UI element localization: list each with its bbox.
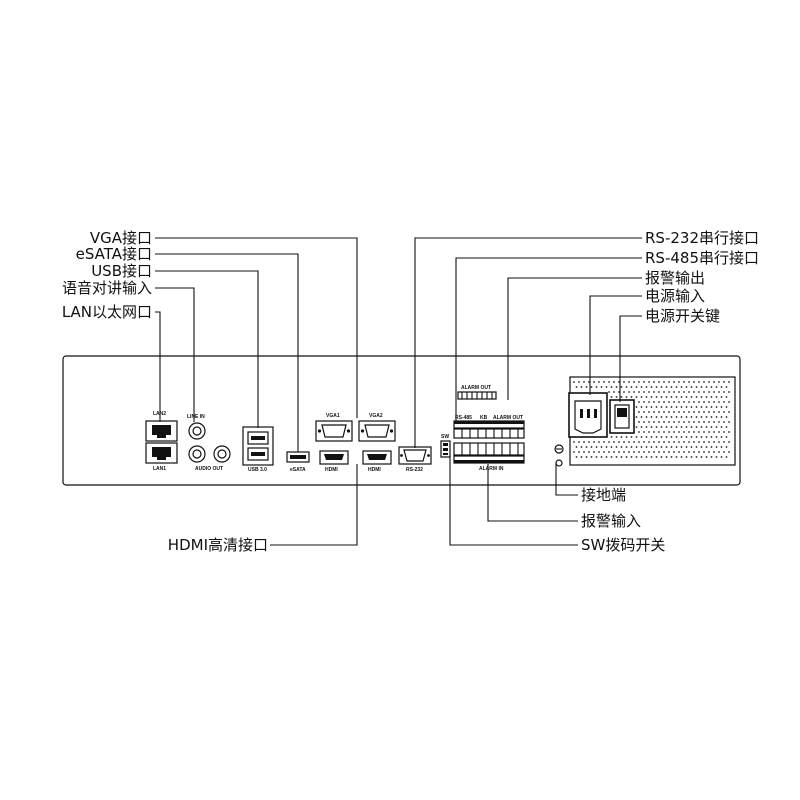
rs232-port (398, 446, 432, 465)
callout-hdmi: HDMI高清接口 (168, 536, 268, 554)
callout-vga: VGA接口 (90, 229, 152, 247)
lan1-label: LAN1 (153, 466, 166, 472)
audio-out-jack-1 (188, 445, 206, 463)
usb3-ports (242, 426, 274, 466)
alarm-out-top-label: ALARM OUT (461, 385, 491, 391)
usb3-label: USB 3.0 (248, 467, 267, 473)
callout-rs232: RS-232串行接口 (645, 229, 759, 247)
alarm-in-label: ALARM IN (479, 466, 504, 472)
hdmi2-port (362, 450, 392, 465)
vga2-port (358, 420, 396, 442)
line-in-jack (188, 422, 206, 440)
hdmi2-logo: HDMI (368, 467, 381, 473)
dip-switch (440, 440, 451, 458)
rs232-label: RS-232 (406, 467, 423, 473)
hdmi1-port (319, 450, 349, 465)
hdmi1-logo: HDMI (325, 467, 338, 473)
rs485-label: RS-485 (455, 415, 472, 421)
callout-audio-intercom: 语音对讲输入 (62, 279, 152, 297)
lan2-port (145, 420, 178, 442)
callout-power-switch: 电源开关键 (645, 307, 720, 325)
kb-label: KB (480, 415, 488, 421)
callout-esata: eSATA接口 (76, 245, 152, 263)
power-socket (568, 392, 608, 438)
terminal-block-upper (453, 420, 525, 439)
esata-label: eSATA (290, 467, 306, 473)
ground-terminal (554, 444, 564, 467)
leader-lines (155, 237, 642, 546)
terminal-block-lower (453, 442, 525, 464)
esata-port (286, 451, 310, 463)
lan1-port (145, 442, 178, 464)
callout-dip-switch: SW拨码开关 (581, 536, 665, 554)
alarm-out-label: ALARM OUT (493, 415, 523, 421)
audio-out-label: AUDIO OUT (195, 466, 223, 472)
audio-out-jack-2 (213, 445, 231, 463)
callout-alarm-in: 报警输入 (581, 512, 641, 530)
callout-rs485: RS-485串行接口 (645, 249, 759, 267)
callout-usb: USB接口 (91, 262, 152, 280)
line-in-label: LINE IN (187, 414, 205, 420)
vga1-port (315, 420, 353, 442)
sw-label: SW (441, 434, 449, 440)
alarm-out-top-block (457, 391, 497, 400)
callout-lan: LAN以太网口 (62, 303, 152, 321)
power-switch (609, 399, 635, 434)
callout-power-in: 电源输入 (645, 287, 705, 305)
callout-alarm-out: 报警输出 (645, 269, 705, 287)
vga2-label: VGA2 (369, 413, 383, 419)
vga1-label: VGA1 (326, 413, 340, 419)
callout-ground: 接地端 (581, 486, 626, 504)
psu-vent-grille (573, 381, 730, 458)
